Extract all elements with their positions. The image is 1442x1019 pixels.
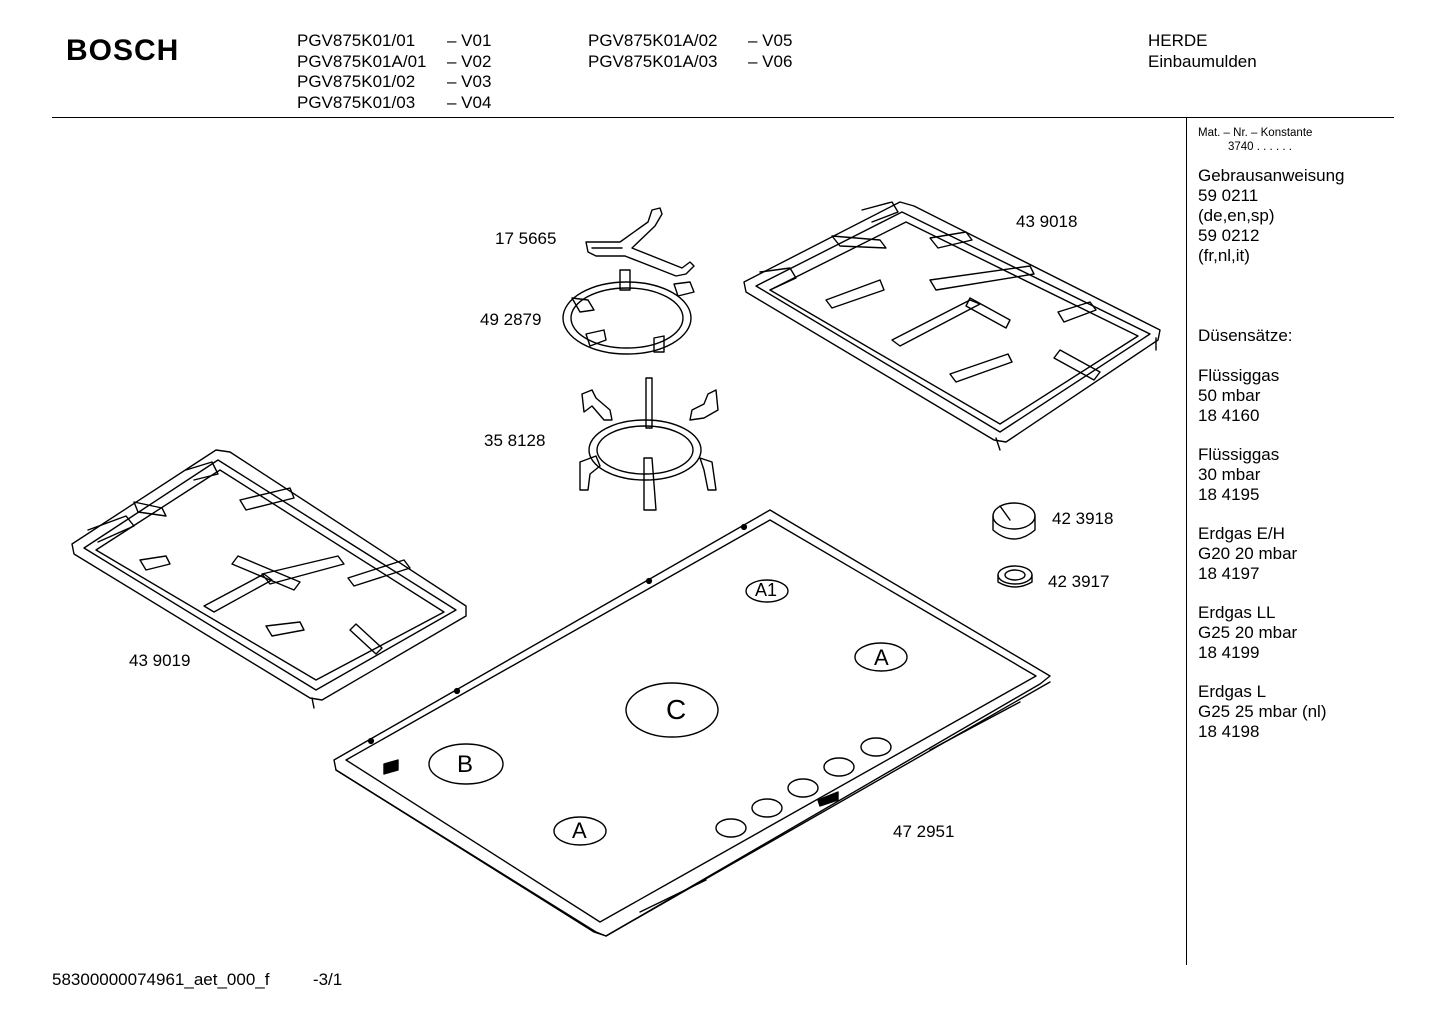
nozzle-pressure: G25 20 mbar bbox=[1198, 623, 1298, 642]
burner-label-c: C bbox=[666, 694, 687, 725]
nozzle-pressure: 50 mbar bbox=[1198, 386, 1261, 405]
nozzle-part: 18 4198 bbox=[1198, 722, 1260, 741]
mat-nr-value: 3740 . . . . . . bbox=[1228, 141, 1292, 153]
part-423918-knob bbox=[992, 502, 1036, 540]
part-number-492879: 49 2879 bbox=[480, 310, 542, 329]
burner-label-a1: A1 bbox=[755, 580, 778, 600]
burner-label-a-bottom: A bbox=[572, 818, 587, 843]
model-row: PGV875K01A/01 – V02 bbox=[297, 52, 491, 73]
model-code: PGV875K01/02 bbox=[297, 72, 416, 91]
model-row: PGV875K01/03 – V04 bbox=[297, 93, 491, 114]
model-code: PGV875K01/03 bbox=[297, 92, 416, 112]
subcategory-title: Einbaumulden bbox=[1148, 51, 1257, 71]
part-number-439018: 43 9018 bbox=[1016, 212, 1078, 231]
sidebar: Mat. – Nr. – Konstante 3740 . . . . . . … bbox=[1198, 126, 1388, 742]
model-row: PGV875K01/02 – V03 bbox=[297, 72, 491, 93]
model-version: – V06 bbox=[748, 51, 793, 71]
model-version: – V01 bbox=[447, 31, 492, 50]
manual-languages: (de,en,sp) bbox=[1198, 206, 1275, 225]
model-list-1: PGV875K01/01 – V01 PGV875K01A/01 – V02 PGV… bbox=[297, 31, 491, 113]
category-title: HERDE bbox=[1148, 31, 1208, 50]
sidebar-divider bbox=[1186, 117, 1187, 965]
nozzle-pressure: G20 20 mbar bbox=[1198, 544, 1298, 563]
nozzle-part: 18 4160 bbox=[1198, 406, 1260, 425]
nozzle-gas: Erdgas LL bbox=[1198, 603, 1276, 622]
nozzle-set: Erdgas L G25 25 mbar (nl) 18 4198 bbox=[1198, 682, 1388, 742]
manual-number: 59 0211 bbox=[1198, 186, 1259, 205]
nozzle-set: Erdgas E/H G20 20 mbar 18 4197 bbox=[1198, 524, 1388, 584]
part-358128-wok-ring bbox=[579, 377, 719, 511]
part-175665-trivet bbox=[585, 207, 695, 277]
part-492879-ring bbox=[562, 269, 695, 355]
manual-languages: (fr,nl,it) bbox=[1198, 246, 1250, 265]
part-number-358128: 35 8128 bbox=[484, 431, 546, 450]
model-version: – V03 bbox=[447, 72, 492, 91]
page-number: -3/1 bbox=[312, 970, 343, 989]
model-row: PGV875K01/01 – V01 bbox=[297, 31, 491, 52]
mat-nr-label: Mat. – Nr. – Konstante bbox=[1198, 127, 1313, 139]
part-number-439019: 43 9019 bbox=[129, 651, 191, 670]
model-code: PGV875K01A/02 bbox=[588, 31, 718, 50]
model-version: – V05 bbox=[748, 31, 793, 50]
nozzle-gas: Flüssiggas bbox=[1198, 445, 1280, 464]
model-version: – V04 bbox=[447, 92, 492, 112]
nozzle-gas: Erdgas E/H bbox=[1198, 524, 1285, 543]
model-list-2: PGV875K01A/02 – V05 PGV875K01A/03 – V06 bbox=[588, 31, 792, 72]
part-number-175665: 17 5665 bbox=[495, 229, 557, 248]
model-code: PGV875K01/01 bbox=[297, 31, 416, 50]
model-code: PGV875K01A/03 bbox=[588, 51, 718, 71]
part-number-423918: 42 3918 bbox=[1052, 509, 1114, 528]
model-row: PGV875K01A/02 – V05 bbox=[588, 31, 792, 52]
part-472951-hob-top bbox=[333, 509, 1051, 937]
manual-title: Gebrausanweisung bbox=[1198, 166, 1345, 185]
model-code: PGV875K01A/01 bbox=[297, 51, 427, 71]
part-439019-pan-support-left bbox=[71, 449, 467, 709]
part-number-423917: 42 3917 bbox=[1048, 572, 1110, 591]
part-number-472951: 47 2951 bbox=[893, 822, 955, 841]
nozzle-gas: Erdgas L bbox=[1198, 682, 1267, 701]
nozzle-set: Flüssiggas 50 mbar 18 4160 bbox=[1198, 366, 1388, 426]
nozzle-pressure: G25 25 mbar (nl) bbox=[1198, 702, 1327, 721]
model-row: PGV875K01A/03 – V06 bbox=[588, 52, 792, 73]
part-423917-knob-ring bbox=[997, 565, 1033, 588]
nozzle-pressure: 30 mbar bbox=[1198, 465, 1261, 484]
category-block: HERDE Einbaumulden bbox=[1148, 31, 1257, 72]
brand-logo: BOSCH bbox=[66, 34, 180, 67]
nozzle-gas: Flüssiggas bbox=[1198, 366, 1280, 385]
nozzle-set: Flüssiggas 30 mbar 18 4195 bbox=[1198, 445, 1388, 505]
document-id: 58300000074961_aet_000_f bbox=[52, 970, 270, 989]
nozzle-set: Erdgas LL G25 20 mbar 18 4199 bbox=[1198, 603, 1388, 663]
nozzle-part: 18 4199 bbox=[1198, 643, 1260, 662]
nozzle-part: 18 4197 bbox=[1198, 564, 1260, 583]
nozzle-part: 18 4195 bbox=[1198, 485, 1260, 504]
model-version: – V02 bbox=[447, 51, 492, 71]
manual-number: 59 0212 bbox=[1198, 226, 1260, 245]
header-divider bbox=[52, 117, 1394, 118]
part-439018-pan-support-right bbox=[743, 201, 1161, 451]
burner-label-b: B bbox=[457, 751, 474, 778]
footer: 58300000074961_aet_000_f -3/1 bbox=[52, 970, 342, 990]
nozzles-title: Düsensätze: bbox=[1198, 326, 1293, 345]
burner-label-a-top: A bbox=[874, 645, 889, 670]
exploded-view-drawing bbox=[71, 201, 1161, 937]
